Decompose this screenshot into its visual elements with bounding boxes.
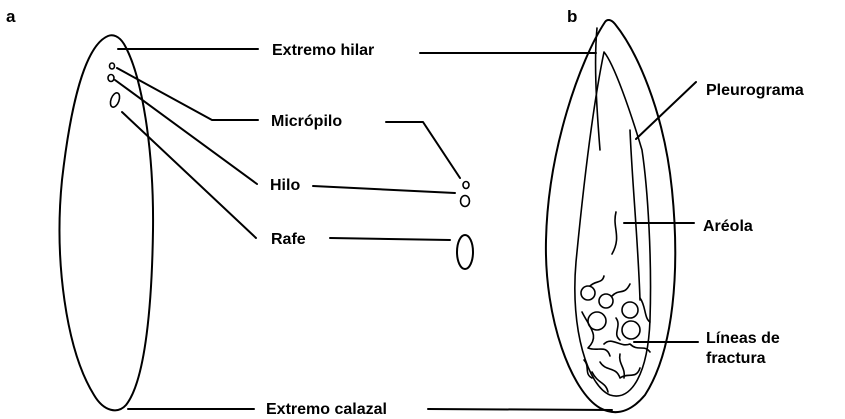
leader-hilo-a [115,80,257,184]
leader-extremo-calazal-b [428,409,612,410]
label-pleurograma: Pleurograma [706,82,804,99]
panel-label-b: b [567,7,577,26]
label-hilo: Hilo [270,177,300,194]
label-lineas-fractura-1: Líneas de [706,330,780,347]
pleurogram-line [630,130,640,300]
label-extremo-hilar: Extremo hilar [272,42,374,59]
hilum-enlarged [461,196,470,207]
leader-rafe-a [122,112,256,238]
micropyle-mark-a [110,63,115,69]
raphe-enlarged [457,235,473,269]
leader-rafe-b [330,238,450,240]
seed-b-outline [546,20,675,412]
label-micropilo: Micrópilo [271,113,342,130]
seed-a-outline [60,35,153,410]
areola-mark [612,212,617,254]
label-areola: Aréola [703,218,753,235]
leader-micropilo-b [386,122,460,178]
label-extremo-calazal: Extremo calazal [266,401,387,418]
label-lineas-fractura-2: fractura [706,350,766,367]
panel-label-a: a [6,7,16,26]
micropyle-enlarged [463,182,469,189]
leader-hilo-b [313,186,455,193]
label-rafe: Rafe [271,231,306,248]
hilum-mark-a [108,75,114,82]
leader-pleurograma [636,82,696,139]
areola-outline [575,52,651,396]
raphe-mark-a [109,92,122,109]
leader-micropilo-a [117,68,258,120]
